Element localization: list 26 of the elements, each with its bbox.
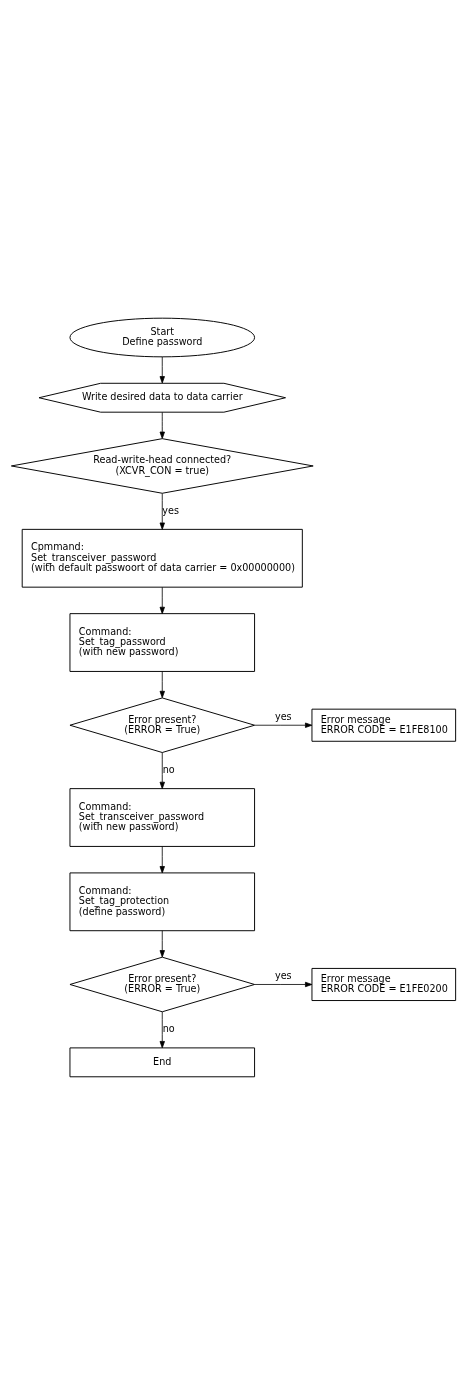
arrow xyxy=(159,411,165,439)
arrow xyxy=(159,493,165,530)
node-box: Command: Set_tag_protection (define password) xyxy=(69,872,256,932)
arrow xyxy=(159,671,165,699)
edge-label: no xyxy=(162,1023,175,1035)
node-box: Command: Set_transceiver_password (with new password) xyxy=(69,788,256,847)
node-diamond: Error present? (ERROR = True) xyxy=(69,956,256,1013)
arrow xyxy=(159,356,165,384)
arrow xyxy=(254,981,313,988)
arrow xyxy=(254,722,313,728)
node-ellipse: Start Define password xyxy=(69,317,256,358)
node-diamond: Read-write-head connected? (XCVR_CON = true) xyxy=(10,438,314,494)
arrow xyxy=(159,1011,165,1049)
arrow xyxy=(159,846,165,874)
arrow xyxy=(159,930,165,958)
arrow xyxy=(159,752,165,789)
node-box: Error message ERROR CODE = E1FE8100 xyxy=(311,708,457,742)
node-box: End xyxy=(69,1047,256,1078)
edge-label: yes xyxy=(274,970,292,982)
node-box: Cpmmand: Set_transceiver_password (with default passwoort of data carrier = 0x00000000) xyxy=(21,528,303,588)
node-box: Error message ERROR CODE = E1FE0200 xyxy=(311,967,457,1001)
arrow xyxy=(159,586,165,615)
node-box: Command: Set_tag_password (with new password) xyxy=(69,613,256,672)
node-diamond: Error present? (ERROR = True) xyxy=(69,697,256,753)
edge-label: yes xyxy=(274,711,292,723)
edge-label: no xyxy=(162,764,175,776)
